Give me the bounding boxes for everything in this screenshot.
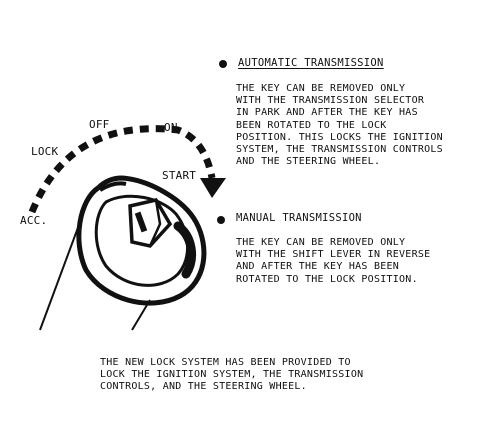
manual-heading: MANUAL TRANSMISSION (236, 212, 362, 224)
automatic-heading: AUTOMATIC TRANSMISSION (238, 57, 384, 69)
position-label-start: START (162, 169, 197, 182)
position-label-lock: LOCK (31, 145, 59, 158)
position-label-on: ON (164, 121, 178, 134)
position-label-off: OFF (89, 118, 110, 131)
ignition-cylinder (39, 175, 207, 331)
footer-summary: THE NEW LOCK SYSTEM HAS BEEN PROVIDED TO… (100, 357, 364, 393)
automatic-bullet (219, 60, 227, 68)
rotation-arrowhead (200, 178, 226, 198)
manual-bullet (217, 216, 225, 224)
manual-description: THE KEY CAN BE REMOVED ONLY WITH THE SHI… (236, 237, 431, 285)
position-label-acc: ACC. (20, 214, 48, 227)
automatic-description: THE KEY CAN BE REMOVED ONLY WITH THE TRA… (236, 83, 443, 168)
